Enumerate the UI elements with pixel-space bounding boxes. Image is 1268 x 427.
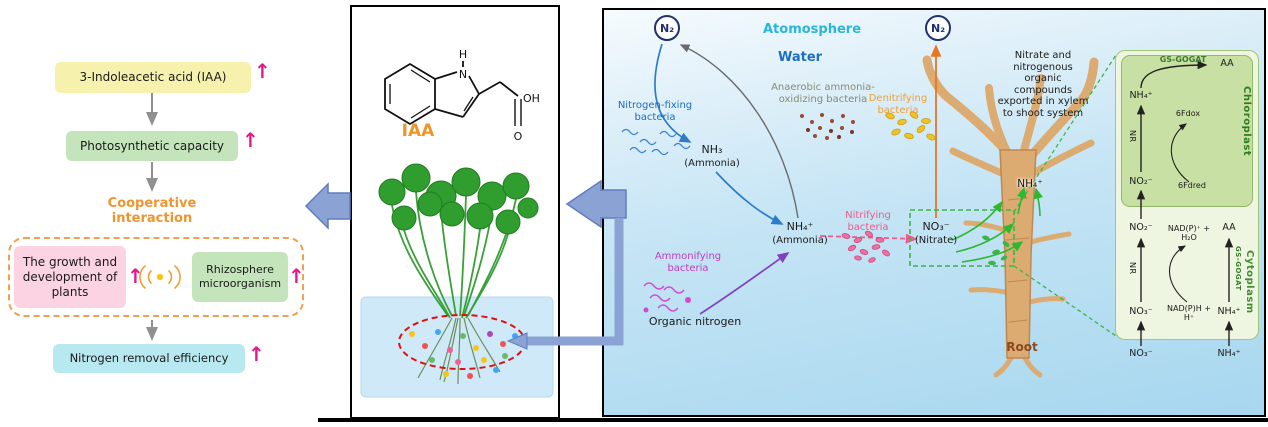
n2-circle-left: N₂ xyxy=(654,15,680,41)
nh4-label: NH₄⁺ xyxy=(786,220,814,233)
anaerobic-label: Anaerobic ammonia-oxidizing bacteria xyxy=(771,82,875,105)
nitrogen-fixing-label: Nitrogen-fixing bacteria xyxy=(617,100,693,123)
rhizosphere-box: Rhizosphere microorganism xyxy=(192,252,288,302)
iaa-up-arrow: ↑ xyxy=(254,59,271,83)
rhizosphere-microbes-icon xyxy=(409,329,518,379)
iaa-box-label: 3-Indoleacetic acid (IAA) xyxy=(79,70,227,84)
growth-up-arrow: ↑ xyxy=(127,264,144,288)
nitrifying-bacteria-icon xyxy=(841,230,890,263)
nitrogen-removal-up-arrow: ↑ xyxy=(248,342,265,366)
anaerobic-bacteria-icon xyxy=(800,113,855,140)
nh3-label: NH₃ xyxy=(701,143,723,156)
no3-label: NO₃⁻ xyxy=(922,220,950,233)
aa-chl-label: AA xyxy=(1220,58,1234,69)
water-label: Water xyxy=(777,50,823,65)
nitrogen-fixing-bacteria-icon xyxy=(621,128,691,156)
no3-water-label: NO₃⁻ xyxy=(1129,348,1153,359)
denitrifying-label: Denitrifying bacteria xyxy=(868,93,928,116)
fdred-label: 6Fdred xyxy=(1178,181,1206,190)
n2-right-label: N₂ xyxy=(930,21,946,35)
nitrifying-label: Nitrifying bacteria xyxy=(845,210,891,233)
nitrate-uptake-green xyxy=(909,54,1117,337)
nh3-sub-label: (Ammonia) xyxy=(684,158,740,169)
denitrifying-bacteria-icon xyxy=(885,111,936,141)
nitrogen-removal-box-label: Nitrogen removal efficiency xyxy=(69,351,229,366)
cooperative-dashed-box xyxy=(8,237,304,317)
root-zone-bacteria-icon xyxy=(982,235,1010,266)
root-illustration xyxy=(922,55,1099,378)
ammonifying-label: Ammonifying bacteria xyxy=(654,251,722,274)
no3-sub-label: (Nitrate) xyxy=(914,235,958,246)
nr-cyt-label: NR xyxy=(1128,262,1137,275)
growth-box: The growth and development of plants xyxy=(14,246,126,308)
chem-n-label: N xyxy=(459,68,467,81)
growth-box-label: The growth and development of plants xyxy=(22,254,118,299)
iaa-box: 3-Indoleacetic acid (IAA) xyxy=(55,62,251,93)
iaa-structure: N H OH O xyxy=(384,48,540,143)
chem-oh-label: OH xyxy=(523,92,540,105)
nh4-sub-label: (Ammonia) xyxy=(772,235,828,246)
iaa-title: IAA xyxy=(401,121,435,141)
panel-link-arrows xyxy=(304,179,627,350)
signal-icon xyxy=(139,265,181,289)
atmosphere-label: Atomosphere xyxy=(762,22,862,37)
no2-chl-label: NO₂⁻ xyxy=(1129,176,1153,187)
cytoplasm-label: Cytoplasm xyxy=(1244,250,1255,314)
cooperative-interaction-label: Cooperative interaction xyxy=(107,196,197,227)
nh4-cyt-label: NH₄⁺ xyxy=(1217,306,1241,317)
cell-panel-arrows xyxy=(1136,60,1234,346)
nadp-red-label: NAD(P)H + H⁺ xyxy=(1167,304,1211,323)
gs-gogat-chl-label: GS-GOGAT xyxy=(1159,55,1207,64)
root-nh4-label: NH₄⁺ xyxy=(1017,178,1043,190)
photosynthetic-up-arrow: ↑ xyxy=(242,128,259,152)
chem-h-label: H xyxy=(459,48,467,61)
nh4-chl-label: NH₄⁺ xyxy=(1129,90,1153,101)
chem-o-label: O xyxy=(514,130,523,143)
root-label: Root xyxy=(1006,340,1038,354)
aa-cyt-label: AA xyxy=(1222,222,1236,233)
nh4-water-label: NH₄⁺ xyxy=(1217,348,1241,359)
photosynthetic-box: Photosynthetic capacity xyxy=(66,131,238,161)
organic-nitrogen-label: Organic nitrogen xyxy=(648,315,742,328)
rhizosphere-box-label: Rhizosphere microorganism xyxy=(198,263,282,290)
nitrogen-cycle-arrows xyxy=(654,43,942,315)
figure-bottom-rule xyxy=(318,418,1268,422)
chloroplast-label: Chloroplast xyxy=(1241,86,1252,157)
plant-illustration xyxy=(378,163,539,385)
xylem-note: Nitrate and nitrogenous organic compound… xyxy=(997,50,1089,119)
ammonifying-bacteria-icon xyxy=(643,282,691,313)
nadp-ox-label: NAD(P)⁺ + H₂O xyxy=(1167,224,1211,243)
rhizosphere-up-arrow: ↑ xyxy=(288,264,305,288)
no2-cyt-label: NO₂⁻ xyxy=(1129,222,1153,233)
fdox-label: 6Fdox xyxy=(1175,109,1201,118)
no3-cyt-label: NO₃⁻ xyxy=(1129,306,1153,317)
n2-left-label: N₂ xyxy=(659,21,675,35)
nitrogen-removal-box: Nitrogen removal efficiency xyxy=(53,344,245,373)
n2-circle-right: N₂ xyxy=(925,15,951,41)
gs-gogat-cyt-label: GS-GOGAT xyxy=(1234,246,1242,291)
photosynthetic-box-label: Photosynthetic capacity xyxy=(80,138,224,153)
nr-chl-label: NR xyxy=(1128,130,1137,143)
